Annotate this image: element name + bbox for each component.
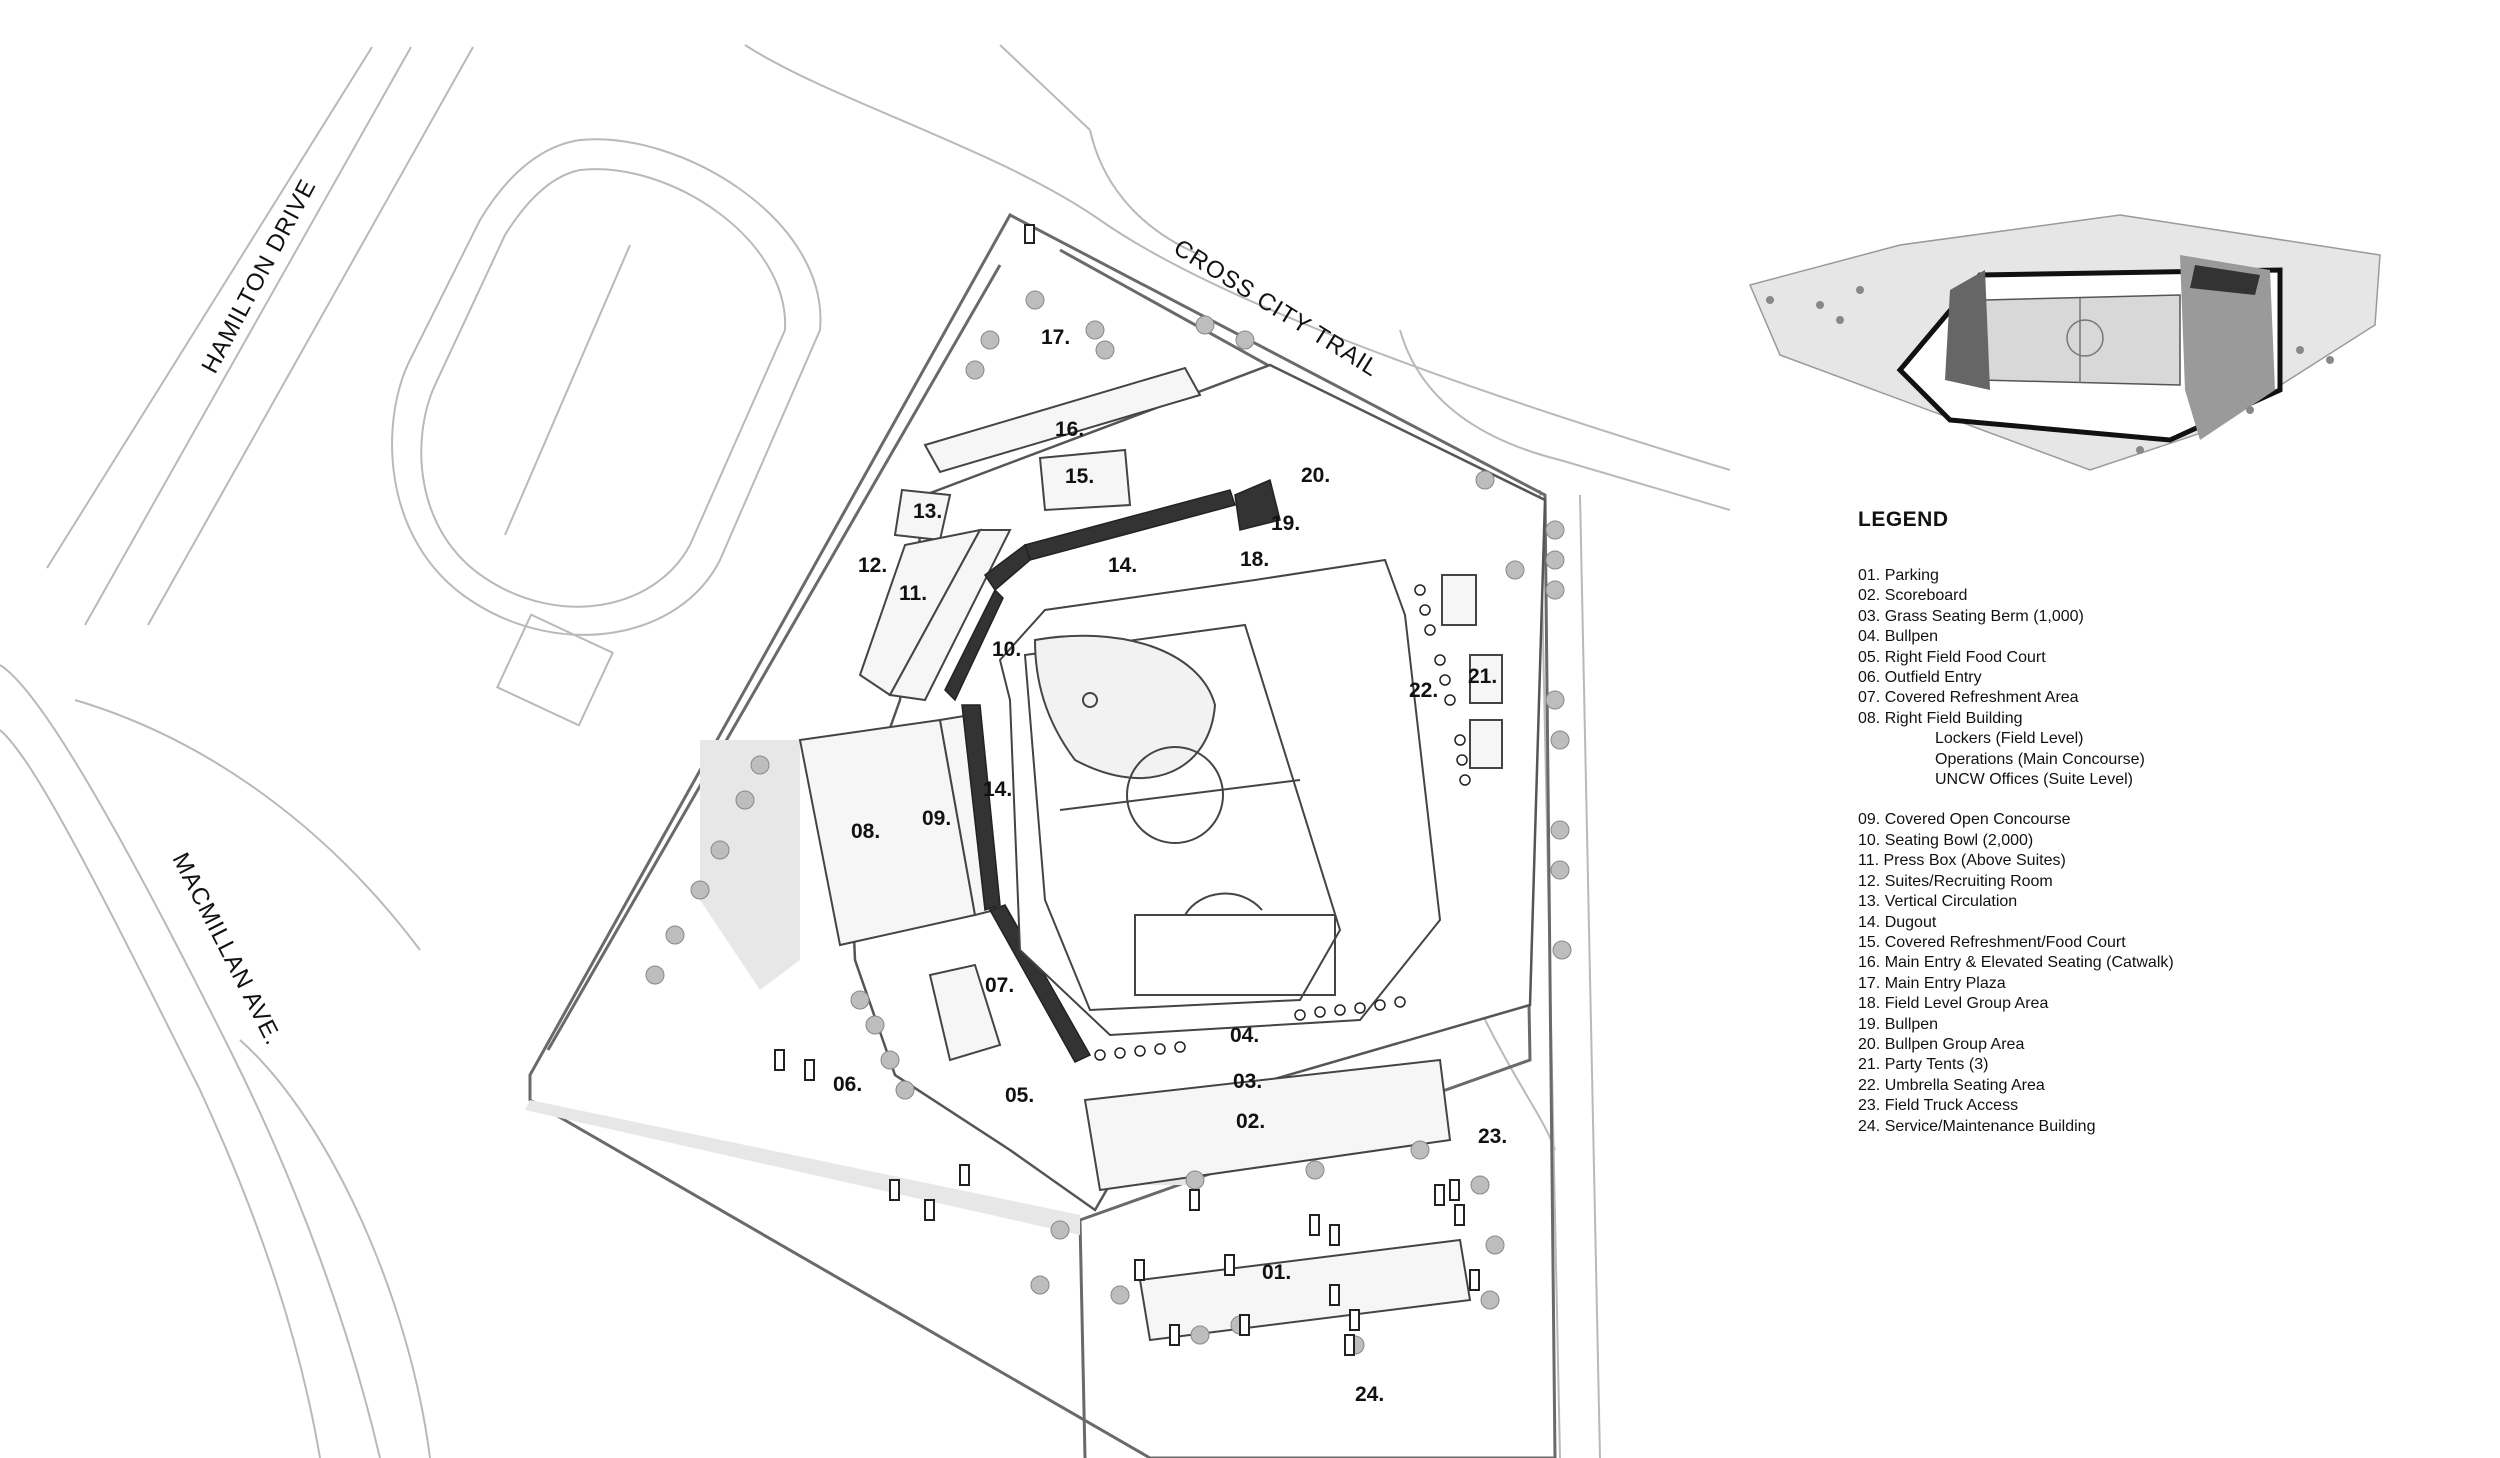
legend-item: 04. Bullpen (1858, 628, 1939, 646)
legend-item: 16. Main Entry & Elevated Seating (Catwa… (1858, 954, 2174, 972)
area-label-23: 23. (1478, 1125, 1507, 1148)
area-label-03: 03. (1233, 1070, 1262, 1093)
legend-item: 22. Umbrella Seating Area (1858, 1076, 2045, 1094)
parking-cars (774, 224, 1480, 1356)
area-labels: 01. 02. 03. 04. 05. 06. 07. 08. 09. 10. … (833, 326, 1507, 1406)
legend-item: Operations (Main Concourse) (1935, 750, 2145, 768)
legend-item: 15. Covered Refreshment/Food Court (1858, 933, 2126, 951)
legend-item: 01. Parking (1858, 567, 1939, 584)
legend-list: 01. Parking 02. Scoreboard 03. Grass Seati… (1858, 566, 2478, 1137)
area-label-19: 19. (1271, 512, 1300, 535)
legend-title: LEGEND (1858, 508, 1949, 531)
area-label-06: 06. (833, 1073, 862, 1096)
legend-item: 14. Dugout (1858, 913, 1937, 931)
area-label-24: 24. (1355, 1383, 1384, 1406)
area-label-08: 08. (851, 820, 880, 843)
road-label-macmillan: MACMILLAN AVE. (167, 848, 287, 1049)
legend-item: 12. Suites/Recruiting Room (1858, 872, 2053, 890)
legend-item: 17. Main Entry Plaza (1858, 974, 2006, 992)
legend-item: 03. Grass Seating Berm (1,000) (1858, 607, 2084, 625)
legend-item: 13. Vertical Circulation (1858, 893, 2018, 911)
area-label-11: 11. (899, 582, 927, 605)
road-label-cross-city: CROSS CITY TRAIL (1169, 234, 1384, 382)
area-label-09: 09. (922, 807, 951, 830)
area-label-16: 16. (1055, 418, 1084, 441)
area-label-17: 17. (1041, 326, 1070, 349)
playing-field (998, 558, 1442, 1037)
area-label-14-top: 14. (1108, 554, 1137, 577)
legend-item: 23. Field Truck Access (1858, 1097, 2019, 1115)
legend-item: 10. Seating Bowl (2,000) (1858, 831, 2034, 849)
area-label-02: 02. (1236, 1110, 1265, 1133)
aerial-perspective-inset (1748, 214, 2381, 471)
legend-item: 11. Press Box (Above Suites) (1858, 852, 2066, 870)
area-label-05: 05. (1005, 1084, 1034, 1107)
legend-item: Lockers (Field Level) (1935, 730, 2084, 748)
legend-item: UNCW Offices (Suite Level) (1935, 771, 2133, 789)
legend-item: 06. Outfield Entry (1858, 669, 1982, 687)
area-label-04: 04. (1230, 1024, 1259, 1047)
legend-item: 21. Party Tents (3) (1858, 1056, 1989, 1074)
area-label-22: 22. (1409, 679, 1438, 702)
legend-item: 20. Bullpen Group Area (1858, 1035, 2025, 1053)
area-label-13: 13. (913, 500, 942, 523)
buildings (798, 366, 1503, 1342)
area-label-14-side: 14. (983, 778, 1012, 801)
legend-item: 18. Field Level Group Area (1858, 995, 2049, 1013)
legend-item: 19. Bullpen (1858, 1015, 1939, 1033)
umbrella-tables (1094, 584, 1471, 1061)
area-label-21: 21. (1468, 665, 1497, 688)
area-label-07: 07. (985, 974, 1014, 997)
legend-item: 08. Right Field Building (1858, 709, 2023, 727)
legend-item: 24. Service/Maintenance Building (1858, 1117, 2096, 1135)
area-label-20: 20. (1301, 464, 1330, 487)
legend: LEGEND 01. Parking 02. Scoreboard 03. Gras… (1858, 508, 2478, 1137)
area-label-01: 01. (1262, 1261, 1291, 1284)
area-label-10: 10. (992, 638, 1021, 661)
legend-item: 09. Covered Open Concourse (1858, 811, 2071, 829)
legend-item: 02. Scoreboard (1858, 587, 1968, 605)
seating-bowl (944, 478, 1281, 1063)
trees (645, 290, 1572, 1355)
area-label-12: 12. (858, 554, 887, 577)
legend-item: 07. Covered Refreshment Area (1858, 689, 2079, 707)
legend-item: 05. Right Field Food Court (1858, 648, 2046, 666)
area-label-18: 18. (1240, 548, 1269, 571)
road-label-hamilton: HAMILTON DRIVE (196, 175, 321, 378)
area-label-15: 15. (1065, 465, 1094, 488)
